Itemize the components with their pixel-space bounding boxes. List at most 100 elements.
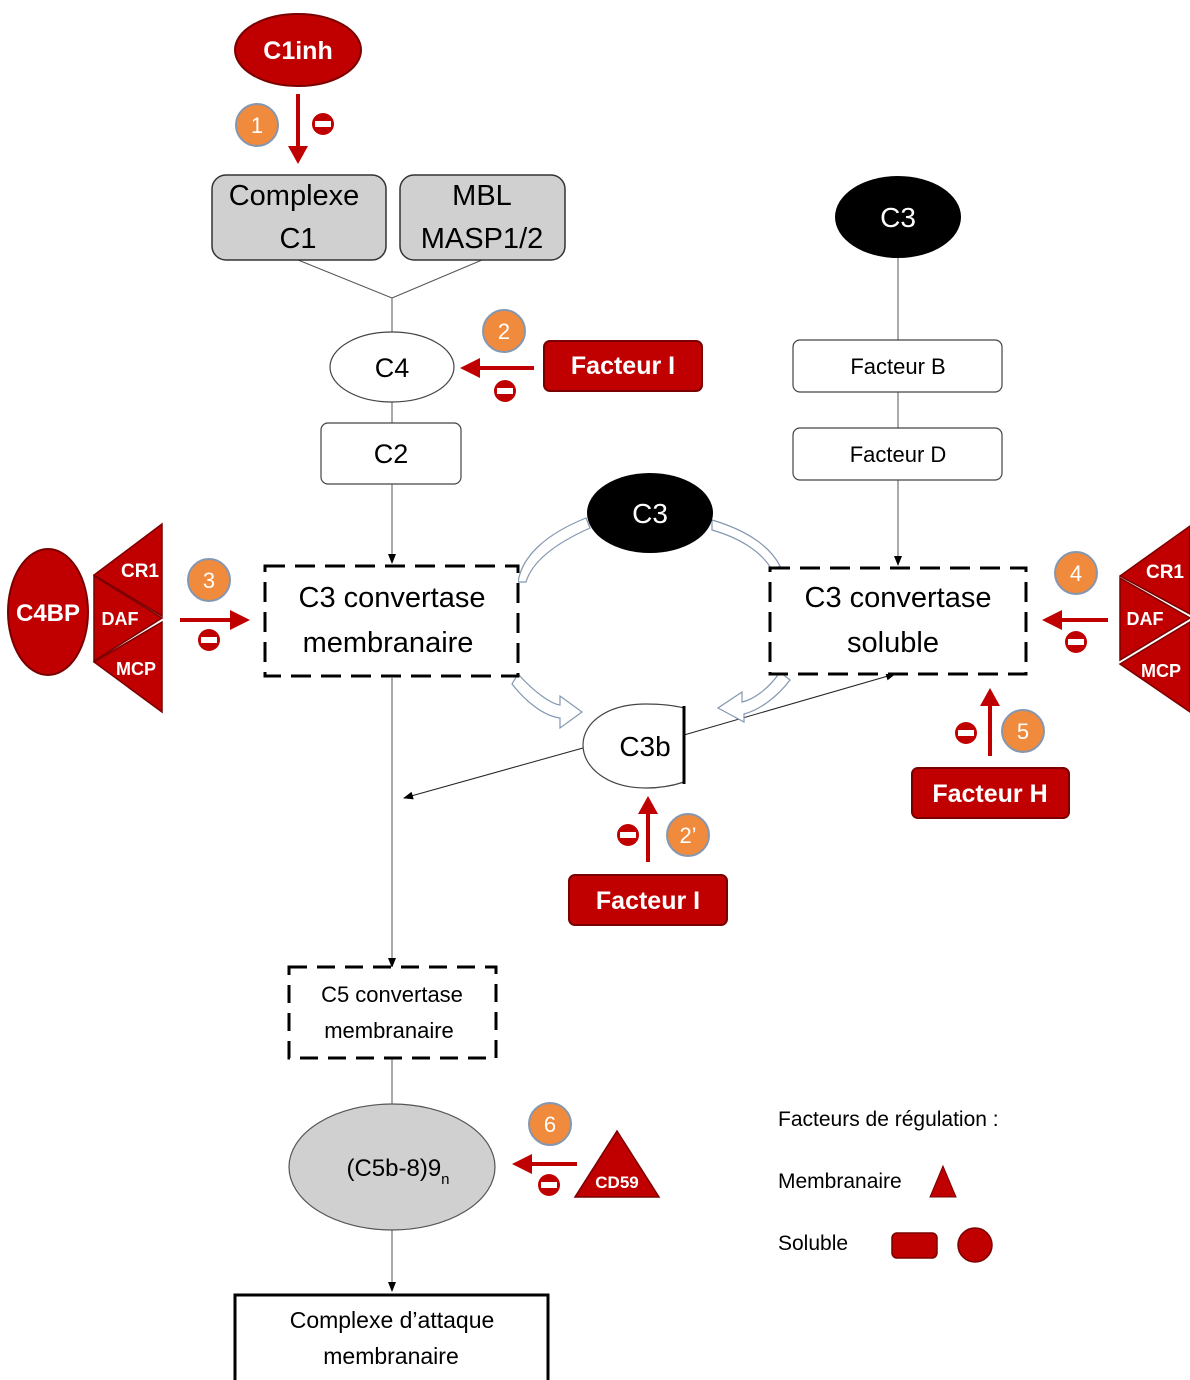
c3-convertase-membrane-node: C3 convertase membranaire	[263, 564, 520, 678]
c4-node: C4	[329, 331, 455, 403]
hollow-arrow-c3-left	[517, 517, 591, 583]
legend-soluble-label: Soluble	[778, 1232, 848, 1255]
daf-right-label: DAF	[1127, 609, 1164, 629]
c3-cycle-arrows	[511, 517, 791, 730]
step-2-label: 2	[498, 319, 510, 344]
facteur-d-node: Facteur D	[792, 427, 1003, 481]
c1inh-node: C1inh	[234, 13, 362, 87]
c3-conv-soluble-line2: soluble	[847, 627, 939, 659]
c3-top-node: C3	[835, 176, 961, 258]
c3-top-label: C3	[880, 202, 916, 233]
facteur-i-c4-regulator: Facteur I	[543, 340, 703, 392]
hollow-arrow-to-c3b-left	[511, 672, 584, 730]
c5-conv-line2: membranaire	[324, 1018, 454, 1043]
legend-title: Facteurs de régulation :	[778, 1108, 999, 1131]
c3-center-label: C3	[632, 498, 668, 529]
inhibit-arrow-3-head	[230, 610, 250, 630]
c3-conv-membrane-line2: membranaire	[303, 627, 474, 659]
facteur-h-label: Facteur H	[932, 780, 1047, 808]
inhibit-arrow-2b-head	[638, 796, 658, 814]
minus-icon	[1065, 631, 1087, 653]
mcp-left-shape	[92, 620, 163, 714]
c3-conv-membrane-line1: C3 convertase	[299, 582, 486, 614]
mac-line2: membranaire	[323, 1343, 459, 1369]
facteur-i-c3b-regulator: Facteur I	[568, 874, 728, 926]
connectors	[297, 258, 902, 1292]
c2-node: C2	[320, 422, 462, 485]
step-badge-4: 4	[1054, 551, 1098, 595]
arrow-c3b-c3conv-soluble	[683, 672, 896, 736]
legend-soluble-rect-icon	[891, 1232, 938, 1259]
step-badge-6: 6	[528, 1102, 572, 1146]
legend-membrane-triangle-icon	[929, 1164, 957, 1198]
step-badge-1: 1	[235, 103, 279, 147]
legend-membrane-label: Membranaire	[778, 1170, 902, 1193]
mac-pore-node: (C5b-8)9n	[288, 1103, 496, 1231]
cr1-right-shape	[1118, 525, 1190, 615]
minus-icon	[494, 380, 516, 402]
daf-right-shape	[1119, 576, 1190, 662]
connector-c1-join	[297, 259, 393, 299]
inhibit-arrow-6-head	[512, 1154, 532, 1174]
mcp-right-label: MCP	[1141, 661, 1181, 681]
inhibit-arrow-5-head	[980, 688, 1000, 706]
facteur-b-node: Facteur B	[792, 339, 1003, 393]
cr1-right-label: CR1	[1146, 562, 1184, 583]
step-3-label: 3	[203, 568, 215, 593]
c5-conv-line1: C5 convertase	[321, 982, 463, 1007]
daf-left-label: DAF	[102, 609, 139, 629]
c5-convertase-node: C5 convertase membranaire	[287, 965, 498, 1060]
minus-icon	[538, 1174, 560, 1196]
c4-label: C4	[375, 353, 410, 383]
mcp-right-shape	[1118, 621, 1190, 713]
c2-label: C2	[374, 439, 409, 469]
step-badge-3: 3	[187, 558, 231, 602]
mbl-line1: MBL	[452, 180, 512, 212]
mcp-left-label: MCP	[116, 659, 156, 679]
complexe-c1-line2: C1	[279, 223, 316, 255]
c3-conv-soluble-line1: C3 convertase	[805, 582, 992, 614]
step-4-label: 4	[1070, 561, 1082, 586]
complexe-c1-line1: Complexe	[229, 180, 360, 212]
facteur-i-c4-label: Facteur I	[571, 352, 675, 380]
arrow-c3b-c5	[403, 747, 584, 800]
step-5-label: 5	[1017, 719, 1029, 744]
legend-soluble-circle-icon	[957, 1227, 993, 1263]
facteur-i-c3b-label: Facteur I	[596, 887, 700, 915]
minus-icon	[617, 824, 639, 846]
hollow-arrow-c3-right	[711, 519, 781, 571]
connector-mbl-join	[391, 259, 483, 299]
cr1-left-label: CR1	[121, 561, 159, 582]
inhibit-arrow-2-head	[460, 358, 480, 378]
minus-icon	[955, 722, 977, 744]
cr1-left-shape	[92, 522, 163, 618]
minus-icon	[312, 113, 334, 135]
cd59-shape	[573, 1129, 661, 1198]
step-badge-5: 5	[1001, 709, 1045, 753]
facteur-d-label: Facteur D	[850, 442, 947, 467]
step-badge-2: 2	[482, 309, 526, 353]
c3-convertase-soluble-node: C3 convertase soluble	[768, 566, 1028, 676]
mac-pore-label: (C5b-8)9	[346, 1155, 441, 1182]
inhibit-arrow-1-head	[288, 146, 308, 164]
right-regulator-cluster: CR1 DAF MCP	[1118, 525, 1190, 713]
c1inh-label: C1inh	[263, 37, 332, 65]
complexe-c1-node: Complexe C1	[211, 174, 387, 261]
step-6-label: 6	[544, 1112, 556, 1137]
svg-text:(C5b-8)9n: (C5b-8)9n	[346, 1155, 449, 1188]
facteur-h-regulator: Facteur H	[911, 767, 1070, 819]
mac-node: Complexe d’attaque membranaire	[233, 1293, 550, 1380]
step-badges: 1 2 3 4 5 2’ 6	[187, 103, 1098, 1146]
cd59-label: CD59	[595, 1173, 638, 1192]
c3b-node: C3b	[582, 703, 686, 789]
inhibit-arrow-4-head	[1042, 610, 1062, 630]
mbl-line2: MASP1/2	[421, 223, 544, 255]
left-regulator-cluster: C4BP CR1 DAF MCP	[7, 522, 164, 714]
minus-icon	[198, 629, 220, 651]
inhibition-arrows	[180, 94, 1108, 1174]
minus-signs	[198, 113, 1087, 1196]
c3-center-node: C3	[587, 473, 713, 553]
step-2b-label: 2’	[679, 823, 696, 848]
mac-line1: Complexe d’attaque	[290, 1307, 495, 1333]
